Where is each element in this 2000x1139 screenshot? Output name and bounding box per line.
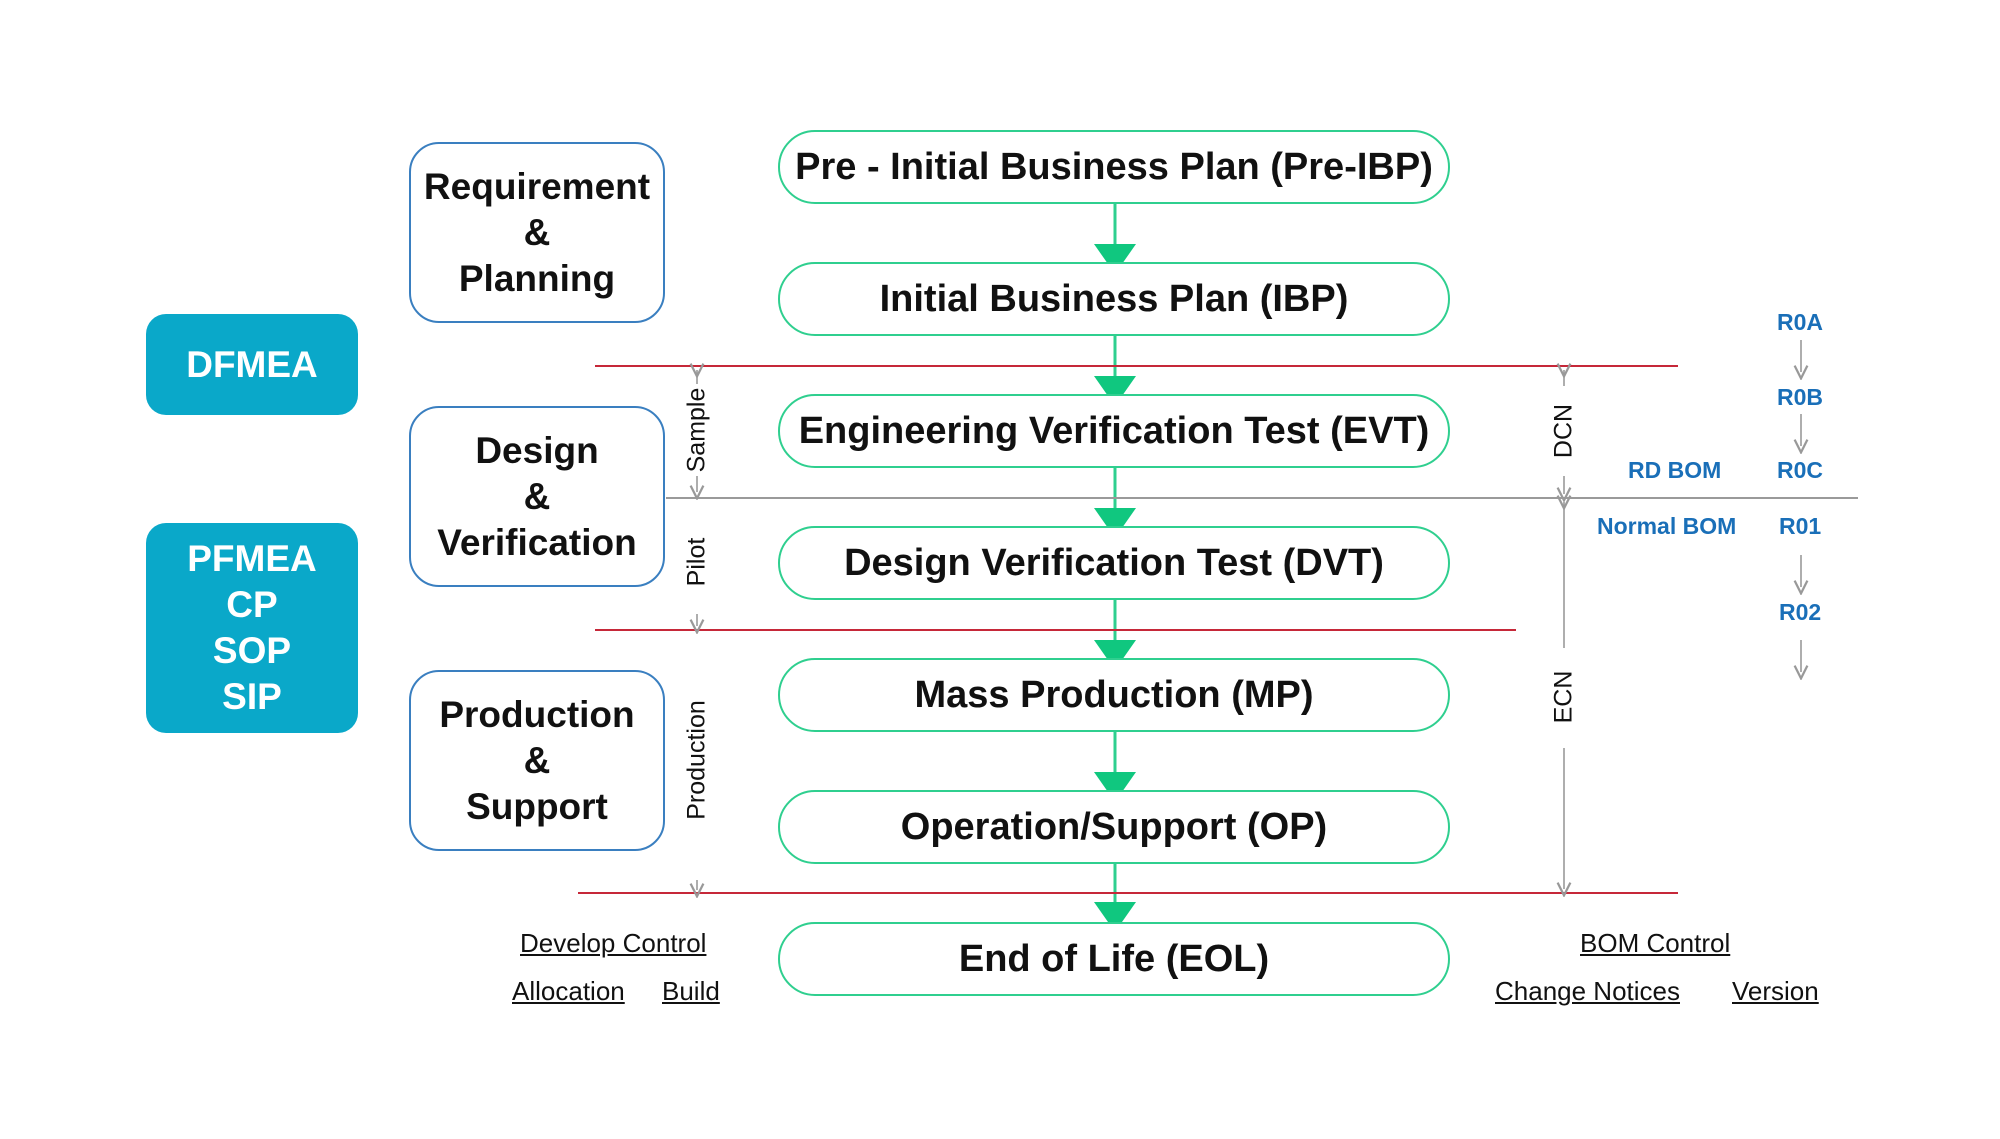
phase-production-support: Production & Support — [409, 670, 665, 851]
revision-r01: R01 — [1779, 513, 1822, 539]
footer-develop-control: Develop Control — [520, 928, 707, 958]
footer-version: Version — [1732, 976, 1819, 1006]
label-ecn: ECN — [1549, 670, 1578, 724]
label-production: Production — [682, 700, 711, 820]
label-dcn: DCN — [1549, 403, 1578, 459]
stage-ibp: Initial Business Plan (IBP) — [778, 262, 1450, 336]
stage-dvt: Design Verification Test (DVT) — [778, 526, 1450, 600]
footer-allocation: Allocation — [512, 976, 625, 1006]
phase-requirement-planning: Requirement & Planning — [409, 142, 665, 323]
phase-design-verification: Design & Verification — [409, 406, 665, 587]
revision-r0b: R0B — [1777, 384, 1824, 410]
stage-mp: Mass Production (MP) — [778, 658, 1450, 732]
flow-arrow-icon — [1094, 640, 1136, 670]
flow-arrow-icon — [1094, 244, 1136, 274]
revision-r02: R02 — [1779, 599, 1822, 625]
flow-arrow-icon — [1094, 508, 1136, 538]
label-normal-bom: Normal BOM — [1597, 513, 1737, 539]
label-sample: Sample — [682, 387, 711, 473]
flow-arrow-icon — [1094, 376, 1136, 406]
flow-arrow-icon — [1094, 902, 1136, 932]
stage-pre-ibp: Pre - Initial Business Plan (Pre-IBP) — [778, 130, 1450, 204]
footer-build: Build — [662, 976, 720, 1006]
badge-dfmea: DFMEA — [146, 314, 358, 415]
label-pilot: Pilot — [682, 537, 711, 587]
revision-r0a: R0A — [1777, 309, 1824, 335]
stage-op: Operation/Support (OP) — [778, 790, 1450, 864]
flow-arrow-icon — [1094, 772, 1136, 802]
stage-evt: Engineering Verification Test (EVT) — [778, 394, 1450, 468]
label-rd-bom: RD BOM — [1628, 457, 1722, 483]
revision-r0c: R0C — [1777, 457, 1824, 483]
footer-bom-control: BOM Control — [1580, 928, 1731, 958]
badge-pfmea: PFMEA CP SOP SIP — [146, 523, 358, 733]
stage-eol: End of Life (EOL) — [778, 922, 1450, 996]
footer-change-notices: Change Notices — [1495, 976, 1680, 1006]
